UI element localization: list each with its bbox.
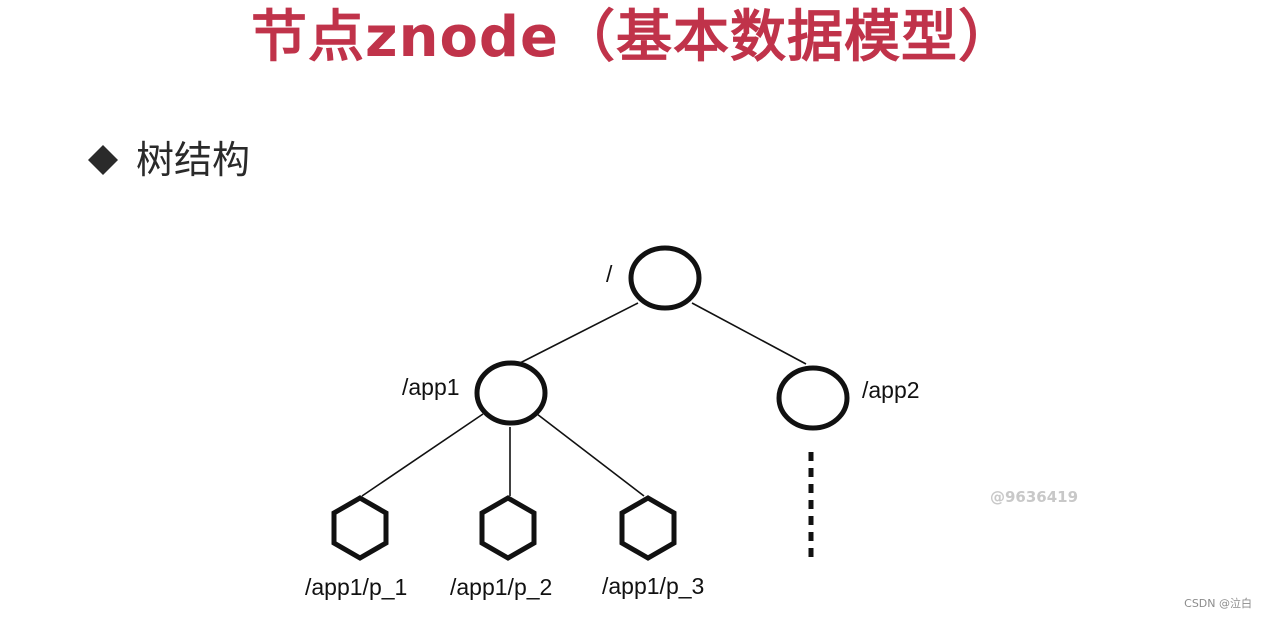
- node-app1-circle: [474, 360, 548, 426]
- node-app2-circle: [776, 365, 850, 431]
- edge-root-app1: [517, 302, 639, 365]
- bullet-text: 树结构: [136, 138, 251, 182]
- node-p2-hexagon: [479, 495, 537, 561]
- node-p3-hexagon: [619, 495, 677, 561]
- node-p1-hexagon: [331, 495, 389, 561]
- edge-app1-p3: [536, 413, 645, 497]
- node-app1-label: /app1: [402, 374, 460, 400]
- node-root-label: /: [606, 261, 613, 287]
- node-app2-label: /app2: [862, 377, 920, 403]
- diamond-bullet-icon: [88, 145, 118, 175]
- tree-labels: / /app1 /app2 /app1/p_1 /app1/p_2 /app1/…: [305, 261, 920, 600]
- tree-edges: [361, 302, 807, 497]
- node-root-circle: [628, 245, 702, 311]
- node-p2-label: /app1/p_2: [450, 574, 552, 600]
- node-p3-label: /app1/p_3: [602, 573, 704, 599]
- page-title: 节点znode（基本数据模型）: [251, 5, 1015, 70]
- edge-app1-p1: [361, 413, 484, 497]
- watermark-text: @9636419: [990, 488, 1079, 506]
- footer-credit: CSDN @泣白: [1184, 597, 1252, 610]
- edge-root-app2: [691, 302, 807, 365]
- tree-nodes: [331, 245, 850, 561]
- bullet-item: 树结构: [86, 136, 250, 184]
- node-p1-label: /app1/p_1: [305, 574, 407, 600]
